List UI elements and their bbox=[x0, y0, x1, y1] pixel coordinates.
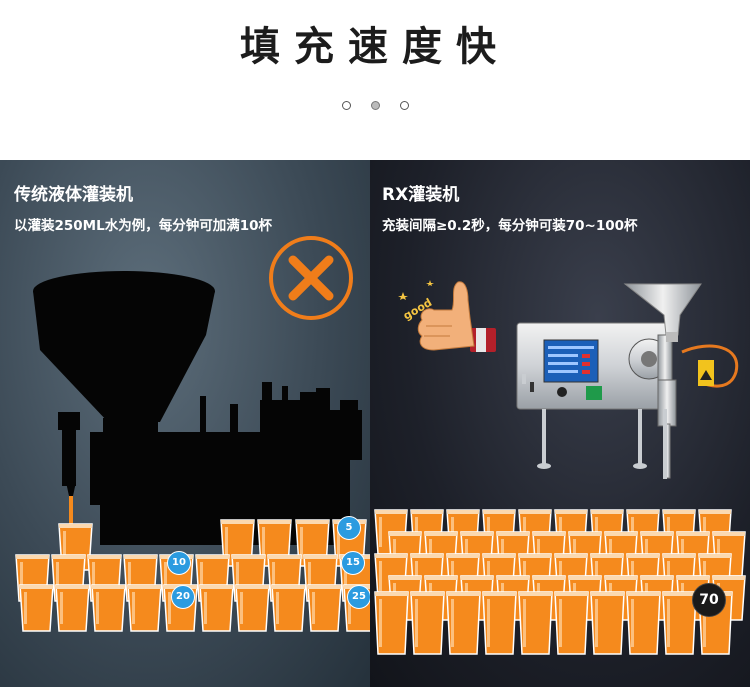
juice-cup bbox=[199, 584, 234, 632]
juice-cup bbox=[271, 584, 306, 632]
carousel-dot-3[interactable] bbox=[399, 101, 409, 110]
traditional-machine-panel: 传统液体灌装机 以灌装250ML水为例，每分钟可加满10杯 5 bbox=[0, 160, 370, 687]
machine-silhouette bbox=[33, 271, 362, 545]
count-badge-70: 70 bbox=[692, 583, 726, 617]
carousel-dot-1[interactable] bbox=[341, 101, 351, 110]
juice-cup bbox=[446, 591, 481, 655]
traditional-machine-title: 传统液体灌装机 bbox=[14, 185, 133, 205]
count-badge-15: 15 bbox=[341, 551, 365, 575]
carousel-dots bbox=[0, 101, 750, 110]
juice-cup bbox=[235, 584, 270, 632]
rx-machine-illustration: good bbox=[374, 280, 746, 655]
juice-cup bbox=[590, 591, 625, 655]
count-badge-10: 10 bbox=[167, 551, 191, 575]
juice-cup bbox=[518, 591, 553, 655]
count-badge-20: 20 bbox=[171, 585, 195, 609]
right-juice-cups bbox=[374, 509, 746, 655]
header: 填充速度快 bbox=[0, 0, 750, 160]
carousel-dot-2[interactable] bbox=[370, 101, 380, 110]
juice-cup bbox=[91, 584, 126, 632]
juice-cup bbox=[554, 591, 589, 655]
count-badge-25: 25 bbox=[347, 585, 370, 609]
juice-cup bbox=[127, 584, 162, 632]
juice-cup bbox=[662, 591, 697, 655]
juice-cup bbox=[410, 591, 445, 655]
juice-cup bbox=[307, 584, 342, 632]
x-cross-icon bbox=[269, 236, 353, 320]
traditional-machine-description: 以灌装250ML水为例，每分钟可加满10杯 bbox=[14, 218, 273, 234]
rx-machine-panel: RX灌装机 充装间隔≥0.2秒，每分钟可装70~100杯 good bbox=[370, 160, 750, 687]
juice-cup bbox=[626, 591, 661, 655]
rx-filling-machine bbox=[516, 283, 739, 479]
juice-cup bbox=[482, 591, 517, 655]
juice-cup bbox=[55, 584, 90, 632]
juice-cup bbox=[19, 584, 54, 632]
thumbs-up-icon: good bbox=[398, 280, 496, 352]
rx-machine-title: RX灌装机 bbox=[382, 185, 460, 205]
count-badge-5: 5 bbox=[337, 516, 361, 540]
juice-cup bbox=[374, 591, 409, 655]
rx-machine-description: 充装间隔≥0.2秒，每分钟可装70~100杯 bbox=[382, 218, 638, 234]
page-title: 填充速度快 bbox=[240, 24, 510, 70]
